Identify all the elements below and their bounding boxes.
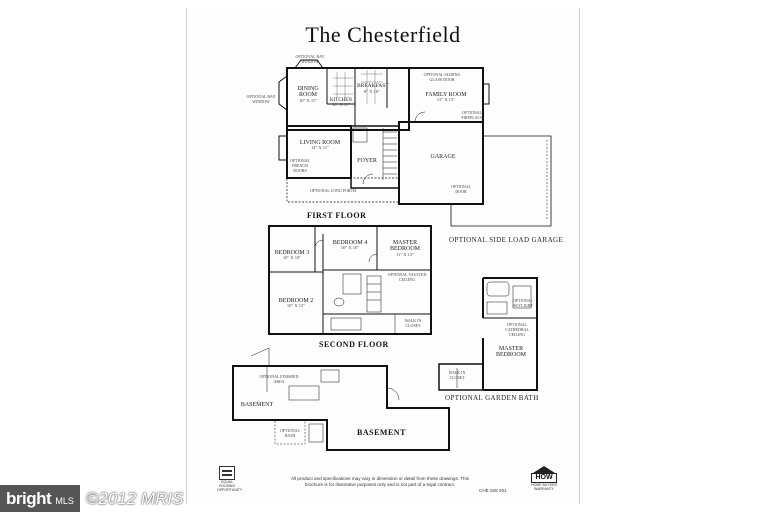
note-sliding-door: OPTIONAL SLIDING GLASS DOOR <box>423 72 461 82</box>
second-floor-walls <box>268 225 432 335</box>
caption-second-floor: SECOND FLOOR <box>319 340 389 349</box>
note-skylight: OPTIONAL SKYLIGHT <box>513 298 533 308</box>
home-warranty-logo-icon: HOW HOME BUYERS WARRANTY <box>531 466 557 491</box>
basement-walls <box>232 347 450 451</box>
room-bedroom-2: BEDROOM 210" x 13" <box>278 298 314 309</box>
note-french-doors: OPTIONAL FRENCH DOORS <box>290 158 310 173</box>
note-fireplace: OPTIONAL FIREPLACE <box>461 110 483 120</box>
note-garden-closet: WALK IN CLOSET <box>448 370 466 380</box>
note-finished-area: OPTIONAL FINISHED AREA <box>259 374 299 384</box>
side-load-garage-outline <box>450 135 552 227</box>
disclaimer-text: All product and specifications may vary … <box>291 476 469 487</box>
note-cathedral-ceiling: OPTIONAL CATHEDRAL CEILING <box>505 322 529 337</box>
first-floor-walls <box>278 59 490 205</box>
plan-number: CHE 028 201 <box>479 488 507 493</box>
floor-plan-sheet: The Chesterfield <box>186 8 580 504</box>
note-walk-in-closet: WALK IN CLOSET <box>404 318 422 328</box>
bright-mls-logo: bright MLS <box>0 485 80 512</box>
room-foyer: FOYER <box>357 158 377 164</box>
caption-garden-bath: OPTIONAL GARDEN BATH <box>445 394 539 402</box>
caption-first-floor: FIRST FLOOR <box>307 211 367 220</box>
room-basement: BASEMENT <box>240 402 274 408</box>
room-garden-master-bedroom: MASTER BEDROOM <box>495 346 526 359</box>
note-basement-bath: OPTIONAL BATH <box>280 428 300 438</box>
garden-bath-walls <box>438 277 538 391</box>
room-bedroom-3: BEDROOM 310" x 10" <box>274 250 310 261</box>
note-bay-top: OPTIONAL BAY WINDOW <box>295 54 325 64</box>
room-bedroom-4: BEDROOM 410" x 10" <box>332 240 368 251</box>
room-garage: GARAGE <box>430 154 456 160</box>
note-porch: OPTIONAL LONG PORCH <box>309 188 357 193</box>
floor-plan-drawings <box>232 59 552 451</box>
caption-side-load-garage: OPTIONAL SIDE LOAD GARAGE <box>449 236 564 244</box>
plan-title: The Chesterfield <box>305 22 461 47</box>
caption-basement: BASEMENT <box>357 428 406 437</box>
note-garage-door: OPTIONAL DOOR <box>451 184 471 194</box>
note-bay-left: OPTIONAL BAY WINDOW <box>246 94 276 104</box>
mls-watermark: bright MLS ©2012 MRIS <box>0 485 183 512</box>
copyright-text: ©2012 MRIS <box>85 488 184 508</box>
equal-housing-icon: EQUAL HOUSING OPPORTUNITY <box>217 466 242 492</box>
note-vaulted-ceiling: OPTIONAL VAULTED CEILING <box>387 272 427 282</box>
